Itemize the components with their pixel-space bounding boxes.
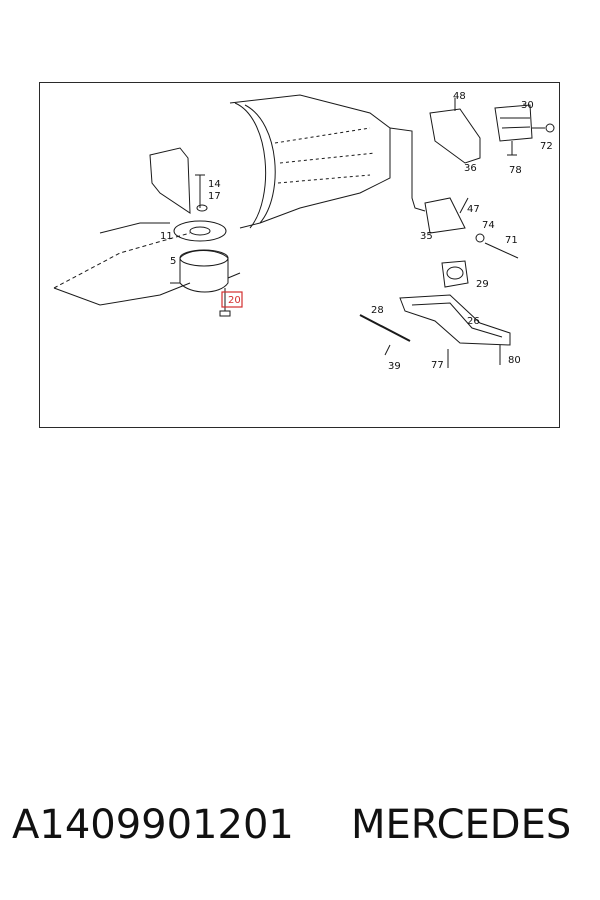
- mount-bracket-left: [149, 147, 191, 214]
- callout-72: 72: [540, 141, 553, 152]
- crossmember-line: [99, 222, 170, 234]
- callout-36: 36: [464, 163, 477, 174]
- callout-11: 11: [160, 231, 173, 242]
- bracket-36: [429, 108, 481, 164]
- bolt-78: [507, 141, 517, 156]
- callout-30: 30: [521, 100, 534, 111]
- transmission-tail: [389, 127, 426, 212]
- bellhousing-curve-inner: [244, 104, 276, 224]
- washer-17: [196, 204, 208, 212]
- callout-20-highlight-box: [221, 291, 243, 308]
- parts-diagram-frame: 48 30 72 36 78 14 17 47 11 35 74 71 5 29…: [39, 82, 560, 428]
- brand-name: MERCEDES: [351, 802, 572, 848]
- callout-77: 77: [431, 360, 444, 371]
- engine-mount-top: [179, 249, 229, 267]
- bolt-39: [384, 344, 391, 356]
- callout-28: 28: [371, 305, 384, 316]
- callout-20: 20: [228, 295, 241, 306]
- crossmember-26: [399, 294, 511, 346]
- crossmember-26-inner: [411, 302, 503, 338]
- mount-30: [494, 104, 533, 142]
- part-number: A1409901201: [12, 802, 294, 848]
- callout-26: 26: [467, 316, 480, 327]
- callout-71: 71: [505, 235, 518, 246]
- bolt-14: [195, 174, 205, 208]
- transmission-ribs: [274, 127, 376, 184]
- damper-28: [359, 314, 411, 342]
- callout-80: 80: [508, 355, 521, 366]
- callout-48: 48: [453, 91, 466, 102]
- transmission-housing: [229, 94, 391, 229]
- engine-outline-lower: [53, 282, 191, 306]
- callout-5: 5: [170, 256, 176, 267]
- callout-74: 74: [482, 220, 495, 231]
- callout-35: 35: [420, 231, 433, 242]
- bellhousing-curve: [234, 102, 267, 229]
- callout-39: 39: [388, 361, 401, 372]
- bracket-35: [424, 197, 466, 234]
- engine-mount-tabs: [170, 272, 241, 284]
- bolt-71: [484, 242, 519, 259]
- engine-outline-dashed: [53, 232, 191, 289]
- mount-plate: [173, 220, 227, 242]
- callout-29: 29: [476, 279, 489, 290]
- mount-plate-hole: [189, 226, 211, 236]
- engine-mount-body: [179, 250, 229, 293]
- callout-14: 14: [208, 179, 221, 190]
- bolt-47: [459, 197, 469, 214]
- washer-74: [475, 233, 485, 243]
- callout-78: 78: [509, 165, 522, 176]
- callout-47: 47: [467, 204, 480, 215]
- bolt-72-head: [545, 123, 555, 133]
- bushing-29-core: [446, 266, 464, 280]
- bushing-29: [441, 260, 469, 288]
- parts-diagram: 48 30 72 36 78 14 17 47 11 35 74 71 5 29…: [53, 91, 555, 372]
- mount-30-ribs: [500, 117, 531, 129]
- callout-17: 17: [208, 191, 221, 202]
